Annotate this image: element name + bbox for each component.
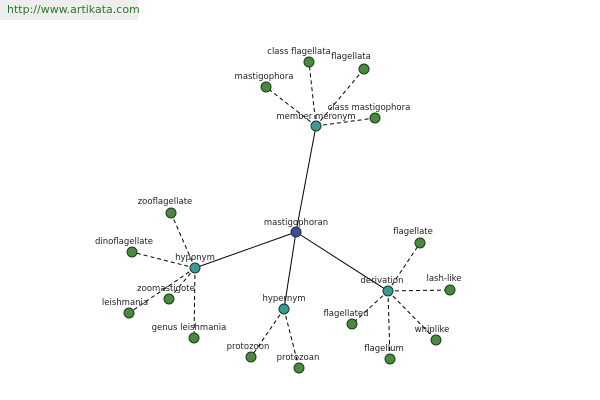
watermark-url: http://www.artikata.com	[0, 0, 140, 20]
node-label-hypernym: hypernym	[262, 294, 305, 304]
edge-root-to-hyponym	[194, 231, 297, 269]
edges-layer	[128, 61, 451, 369]
edge-hypernym-to-protozoan	[283, 308, 300, 369]
node-label-genus-leishmania: genus leishmania	[152, 323, 227, 333]
edge-derivation-to-flagellum	[387, 290, 391, 360]
node-hypernym[interactable]	[278, 303, 290, 315]
node-label-dinoflagellate: dinoflagellate	[95, 237, 153, 247]
edge-root-to-member-meronym	[295, 125, 317, 233]
node-label-zooflagellate: zooflagellate	[138, 197, 193, 207]
edge-hyponym-to-leishmania	[128, 267, 196, 314]
edge-hyponym-to-dinoflagellate	[131, 251, 196, 269]
edge-hyponym-to-genus-leishmania	[193, 267, 196, 339]
node-mastigophora[interactable]	[260, 81, 272, 93]
node-hyponym[interactable]	[189, 262, 201, 274]
node-class-mastigophora[interactable]	[369, 112, 381, 124]
node-lash-like[interactable]	[444, 284, 456, 296]
node-zoomastigote[interactable]	[163, 293, 175, 305]
node-protozoon[interactable]	[245, 351, 257, 363]
edge-root-to-derivation	[295, 231, 389, 292]
node-label-hyponym: hyponym	[175, 253, 215, 263]
node-class-flagellata[interactable]	[303, 56, 315, 68]
node-label-member-meronym: member meronym	[276, 112, 355, 122]
nodes-layer	[123, 56, 456, 374]
node-label-class-flagellata: class flagellata	[267, 47, 330, 57]
node-label-protozoon: protozoon	[227, 342, 270, 352]
edge-derivation-to-whiplike	[387, 290, 437, 341]
node-label-flagellum: flagellum	[364, 344, 404, 354]
node-root[interactable]	[290, 226, 302, 238]
edge-derivation-to-flagellate	[387, 242, 421, 292]
edge-hypernym-to-protozoon	[250, 308, 285, 358]
node-member-meronym[interactable]	[310, 120, 322, 132]
node-protozoan[interactable]	[293, 362, 305, 374]
node-label-flagellate: flagellate	[393, 227, 433, 237]
node-label-flagellated: flagellated	[323, 309, 368, 319]
edge-root-to-hypernym	[283, 231, 297, 310]
node-whiplike[interactable]	[430, 334, 442, 346]
node-label-root: mastigophoran	[264, 218, 328, 228]
node-label-zoomastigote: zoomastigote	[137, 284, 195, 294]
node-flagellum[interactable]	[384, 353, 396, 365]
edge-hyponym-to-zooflagellate	[170, 212, 196, 269]
node-flagellate[interactable]	[414, 237, 426, 249]
edge-member-meronym-to-flagellata	[315, 68, 365, 127]
node-flagellata[interactable]	[358, 63, 370, 75]
node-flagellated[interactable]	[346, 318, 358, 330]
edge-member-meronym-to-class-mastigophora	[315, 117, 376, 127]
node-label-lash-like: lash-like	[426, 274, 461, 284]
node-label-mastigophora: mastigophora	[235, 72, 294, 82]
node-label-whiplike: whiplike	[415, 325, 450, 335]
node-leishmania[interactable]	[123, 307, 135, 319]
node-label-protozoan: protozoan	[277, 353, 320, 363]
labels-layer: mastigophoran member meronym hyponym hypern…	[95, 47, 462, 363]
node-derivation[interactable]	[382, 285, 394, 297]
node-label-flagellata: flagellata	[331, 52, 371, 62]
node-genus-leishmania[interactable]	[188, 332, 200, 344]
edge-derivation-to-lash-like	[387, 289, 451, 292]
node-dinoflagellate[interactable]	[126, 246, 138, 258]
edge-derivation-to-flagellated	[351, 290, 389, 325]
node-label-class-mastigophora: class mastigophora	[328, 103, 411, 113]
node-label-derivation: derivation	[360, 276, 403, 286]
node-zooflagellate[interactable]	[165, 207, 177, 219]
edge-member-meronym-to-mastigophora	[265, 86, 317, 127]
node-label-leishmania: leishmania	[102, 298, 148, 308]
edge-member-meronym-to-class-flagellata	[308, 61, 317, 127]
